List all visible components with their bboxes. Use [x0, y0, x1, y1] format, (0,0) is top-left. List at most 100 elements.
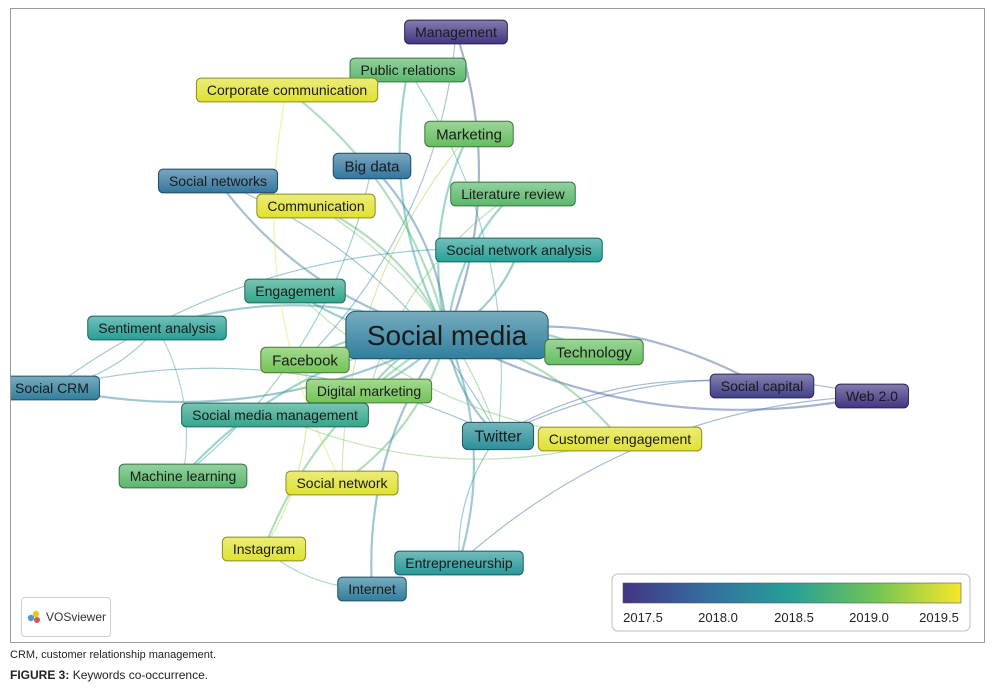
node-social-media[interactable]: Social media: [345, 310, 549, 360]
node-technology-label: Technology: [556, 344, 632, 361]
node-sentiment-analysis-box: [87, 315, 227, 341]
node-engagement-label: Engagement: [255, 283, 335, 299]
node-literature-review-label: Literature review: [461, 186, 565, 202]
edge-social-media-marketing: [437, 133, 470, 336]
node-marketing-box: [424, 120, 514, 148]
node-social-media-label: Social media: [367, 320, 528, 351]
node-public-relations-box: [349, 57, 467, 83]
edge-social-media-web-2-0: [446, 334, 873, 411]
node-machine-learning-box: [118, 463, 248, 489]
node-social-network-analysis-box: [435, 237, 603, 263]
node-social-network-analysis[interactable]: Social network analysis: [435, 237, 603, 263]
legend-tick-2: 2018.5: [774, 610, 814, 625]
node-public-relations[interactable]: Public relations: [349, 57, 467, 83]
node-social-media-management-label: Social media management: [192, 407, 358, 423]
legend-color-bar: [622, 582, 962, 604]
node-social-network-analysis-label: Social network analysis: [446, 242, 592, 258]
node-entrepreneurship[interactable]: Entrepreneurship: [394, 550, 524, 576]
figure-title: FIGURE 3: Keywords co-occurrence.: [10, 668, 208, 682]
node-twitter-box: [461, 421, 535, 451]
node-management-label: Management: [415, 24, 497, 40]
node-communication[interactable]: Communication: [256, 193, 376, 219]
node-engagement-box: [244, 278, 346, 304]
figure-label: FIGURE 3:: [10, 668, 70, 682]
node-twitter-label: Twitter: [474, 429, 522, 446]
edges: [51, 31, 873, 590]
node-web-2-0-label: Web 2.0: [846, 388, 898, 404]
node-technology[interactable]: Technology: [544, 338, 644, 366]
edge-social-media-public-relations: [398, 69, 448, 336]
node-marketing-label: Marketing: [436, 126, 502, 143]
node-entrepreneurship-label: Entrepreneurship: [405, 555, 513, 571]
node-social-crm-label: Social CRM: [15, 380, 89, 396]
node-management-box: [404, 19, 508, 45]
node-social-media-box: [345, 310, 549, 360]
node-social-networks[interactable]: Social networks: [157, 168, 279, 194]
figure-caption: CRM, customer relationship management.: [10, 649, 217, 661]
edge-social-media-internet: [370, 334, 448, 590]
node-literature-review-box: [450, 181, 576, 207]
node-social-network-label: Social network: [296, 475, 388, 491]
node-digital-marketing-box: [305, 378, 433, 404]
node-entrepreneurship-box: [394, 550, 524, 576]
node-literature-review[interactable]: Literature review: [450, 181, 576, 207]
node-corporate-communication[interactable]: Corporate communication: [195, 77, 379, 103]
node-social-capital[interactable]: Social capital: [709, 373, 815, 399]
node-instagram[interactable]: Instagram: [221, 536, 307, 562]
vosviewer-logo: VOSviewer: [21, 597, 111, 637]
year-legend: 2017.5 2018.0 2018.5 2019.0 2019.5: [611, 573, 971, 632]
edge-social-media-corporate-communication: [286, 89, 449, 336]
node-digital-marketing-label: Digital marketing: [317, 383, 421, 399]
node-machine-learning-label: Machine learning: [130, 468, 237, 484]
node-corporate-communication-box: [195, 77, 379, 103]
node-internet-box: [337, 576, 407, 602]
node-big-data[interactable]: Big data: [332, 152, 412, 180]
node-internet[interactable]: Internet: [337, 576, 407, 602]
edge-communication-twitter: [315, 205, 499, 437]
node-marketing[interactable]: Marketing: [424, 120, 514, 148]
node-social-networks-label: Social networks: [169, 173, 267, 189]
node-social-crm[interactable]: Social CRM: [11, 375, 100, 401]
figure-title-text: Keywords co-occurrence.: [72, 668, 209, 682]
node-communication-box: [256, 193, 376, 219]
node-customer-engagement[interactable]: Customer engagement: [537, 426, 703, 452]
node-social-capital-box: [709, 373, 815, 399]
node-web-2-0[interactable]: Web 2.0: [835, 383, 909, 409]
node-management[interactable]: Management: [404, 19, 508, 45]
node-engagement[interactable]: Engagement: [244, 278, 346, 304]
node-instagram-label: Instagram: [233, 541, 295, 557]
node-sentiment-analysis-label: Sentiment analysis: [98, 320, 216, 336]
node-twitter[interactable]: Twitter: [461, 421, 535, 451]
legend-tick-4: 2019.5: [919, 610, 959, 625]
node-communication-label: Communication: [267, 198, 364, 214]
node-customer-engagement-box: [537, 426, 703, 452]
node-machine-learning[interactable]: Machine learning: [118, 463, 248, 489]
node-web-2-0-box: [835, 383, 909, 409]
node-customer-engagement-label: Customer engagement: [549, 431, 692, 447]
node-internet-label: Internet: [348, 581, 396, 597]
node-big-data-box: [332, 152, 412, 180]
legend-tick-0: 2017.5: [623, 610, 663, 625]
node-instagram-box: [221, 536, 307, 562]
node-social-network[interactable]: Social network: [285, 470, 399, 496]
vosviewer-logo-text: VOSviewer: [45, 610, 107, 624]
edge-twitter-web-2-0: [497, 378, 873, 437]
node-social-media-management[interactable]: Social media management: [181, 402, 369, 428]
node-sentiment-analysis[interactable]: Sentiment analysis: [87, 315, 227, 341]
node-social-networks-box: [157, 168, 279, 194]
node-facebook[interactable]: Facebook: [260, 346, 350, 374]
node-big-data-label: Big data: [344, 158, 400, 175]
edge-sentiment-analysis-machine-learning: [156, 327, 188, 477]
legend-tick-3: 2019.0: [849, 610, 889, 625]
legend-tick-1: 2018.0: [698, 610, 738, 625]
node-public-relations-label: Public relations: [361, 62, 456, 78]
node-digital-marketing[interactable]: Digital marketing: [305, 378, 433, 404]
node-facebook-label: Facebook: [272, 352, 338, 369]
vosviewer-logo-icon: [27, 610, 40, 623]
node-facebook-box: [260, 346, 350, 374]
node-social-capital-label: Social capital: [721, 378, 804, 394]
node-corporate-communication-label: Corporate communication: [207, 82, 367, 98]
